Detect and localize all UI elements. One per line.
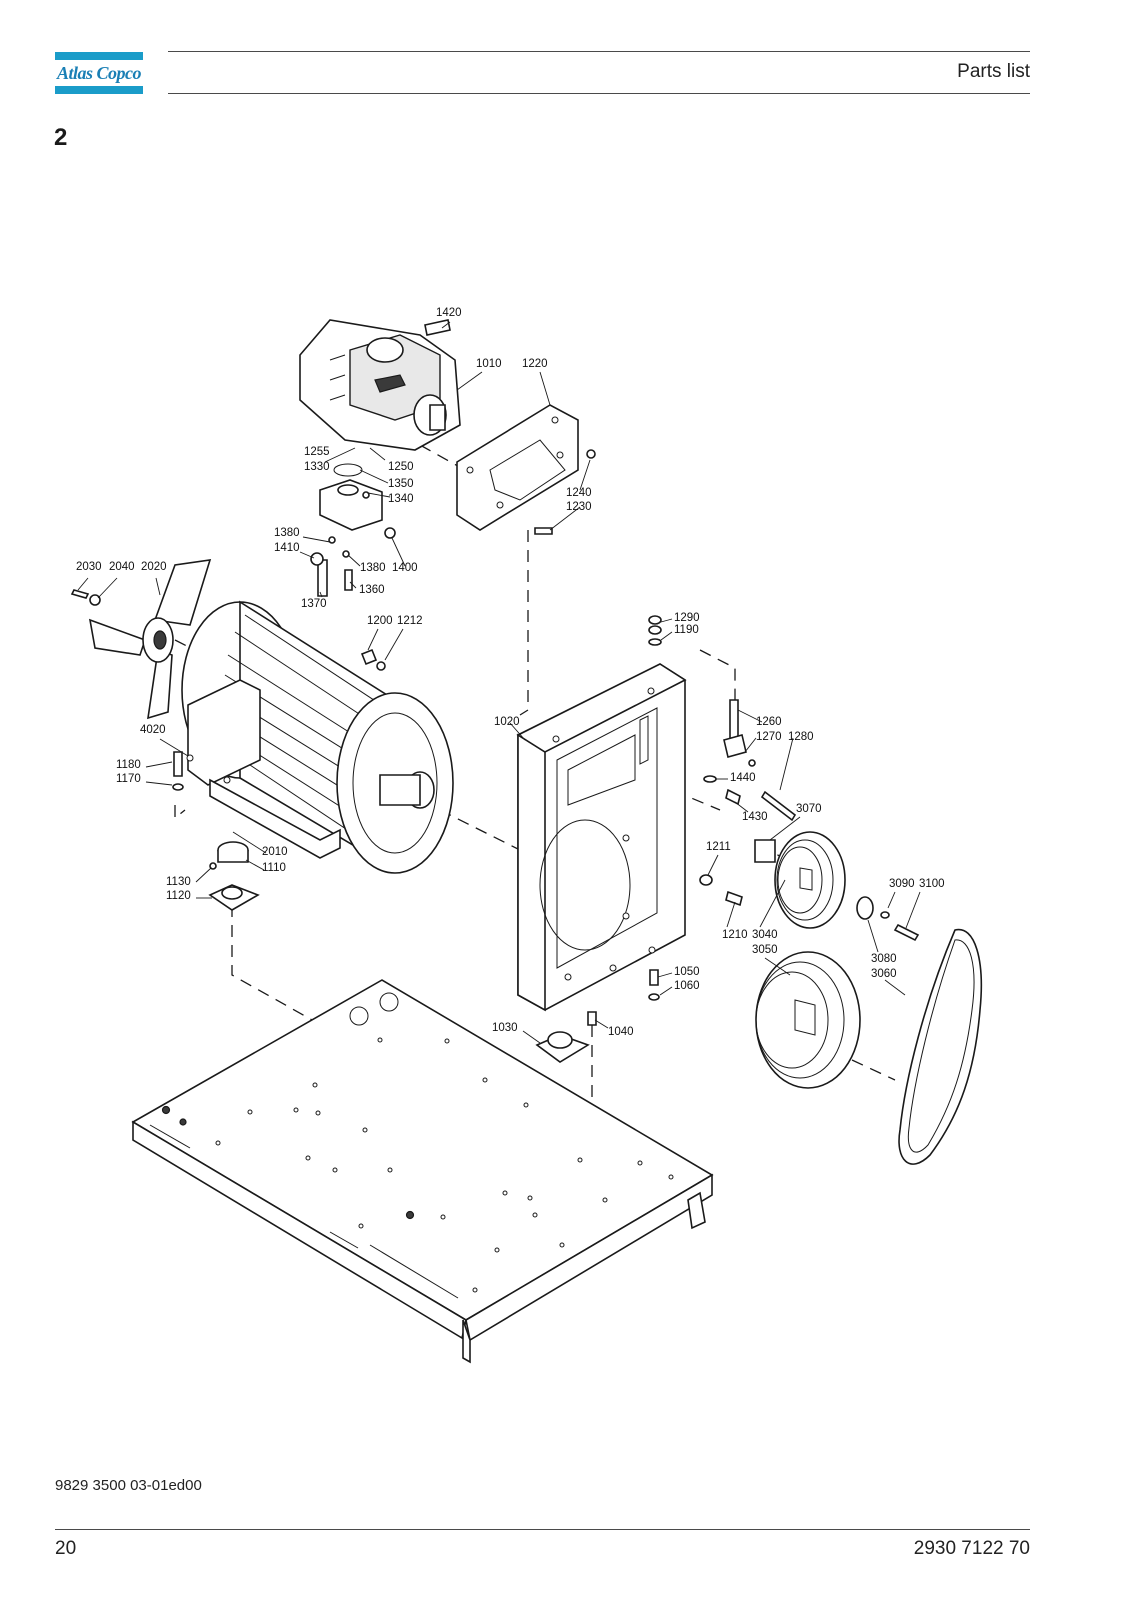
gasket-plate [456,404,579,531]
callout-1200: 1200 [367,615,393,627]
callout-1030: 1030 [492,1022,518,1034]
callout-1380-a: 1380 [274,527,300,539]
callout-1180: 1180 [116,759,141,771]
callout-1440: 1440 [730,772,756,784]
compressor-element [299,319,461,451]
callout-1400: 1400 [392,562,418,574]
callout-3080: 3080 [871,953,897,965]
footer-rule [55,1529,1030,1530]
callout-1110: 1110 [262,862,286,874]
callout-1170: 1170 [116,773,141,785]
callout-1360: 1360 [359,584,385,596]
callout-1040: 1040 [608,1026,634,1038]
small-hardware [70,449,920,1063]
callout-1060: 1060 [674,980,700,992]
document-number: 2930 7122 70 [913,1538,1030,1559]
callout-1255: 1255 [304,446,330,458]
callout-1370: 1370 [301,598,327,610]
callout-1290: 1290 [674,612,700,624]
callout-1420: 1420 [436,307,462,319]
page-number: 20 [55,1538,77,1559]
document-code: 9829 3500 03-01ed00 [55,1477,202,1494]
callout-1250: 1250 [388,461,414,473]
callout-1211: 1211 [706,841,731,853]
callout-3070: 3070 [796,803,822,815]
base-frame [131,979,714,1364]
callout-1210: 1210 [722,929,748,941]
header-rule-top [168,51,1030,52]
callout-1120: 1120 [166,890,191,902]
callout-leaders [77,321,921,1044]
callout-2010: 2010 [262,846,288,858]
logo-band-bottom [55,86,143,94]
key-part [424,319,451,336]
callout-1280: 1280 [788,731,814,743]
element-pulley [755,951,861,1089]
callout-1190: 1190 [674,624,699,636]
callout-1130: 1130 [166,876,191,888]
callout-1010: 1010 [476,358,502,370]
callout-1240: 1240 [566,487,592,499]
logo-wordmark: Atlas Copco [56,63,142,83]
callout-1340: 1340 [388,493,414,505]
callout-1230: 1230 [566,501,592,513]
section-number: 2 [54,124,68,151]
callout-1270: 1270 [756,731,782,743]
callout-1350: 1350 [388,478,414,490]
v-belt [898,928,983,1165]
motor-support-plate [516,663,687,1012]
page-header-title: Parts list [957,61,1030,82]
callout-1020: 1020 [494,716,520,728]
electric-motor [181,600,454,874]
callout-1260: 1260 [756,716,782,728]
callout-3100: 3100 [919,878,945,890]
motor-pulley [774,831,846,929]
callout-1410: 1410 [274,542,300,554]
callout-2020: 2020 [141,561,167,573]
header-rule-bottom [168,93,1030,94]
callout-1220: 1220 [522,358,548,370]
callout-1212: 1212 [397,615,423,627]
callout-labels: 1420 1010 1220 1255 1330 1250 1350 1340 … [76,307,945,1038]
callout-3060: 3060 [871,968,897,980]
callout-1430: 1430 [742,811,768,823]
callout-1380-b: 1380 [360,562,386,574]
callout-2040: 2040 [109,561,135,573]
atlas-copco-logo: Atlas Copco [55,52,143,94]
callout-4020: 4020 [140,724,166,736]
callout-3040: 3040 [752,929,778,941]
callout-2030: 2030 [76,561,102,573]
cooling-fan [88,559,212,720]
logo-band-top [55,52,143,60]
callout-3050: 3050 [752,944,778,956]
callout-3090: 3090 [889,878,915,890]
callout-1050: 1050 [674,966,700,978]
inlet-valve-block [319,463,396,539]
callout-1330: 1330 [304,461,330,473]
